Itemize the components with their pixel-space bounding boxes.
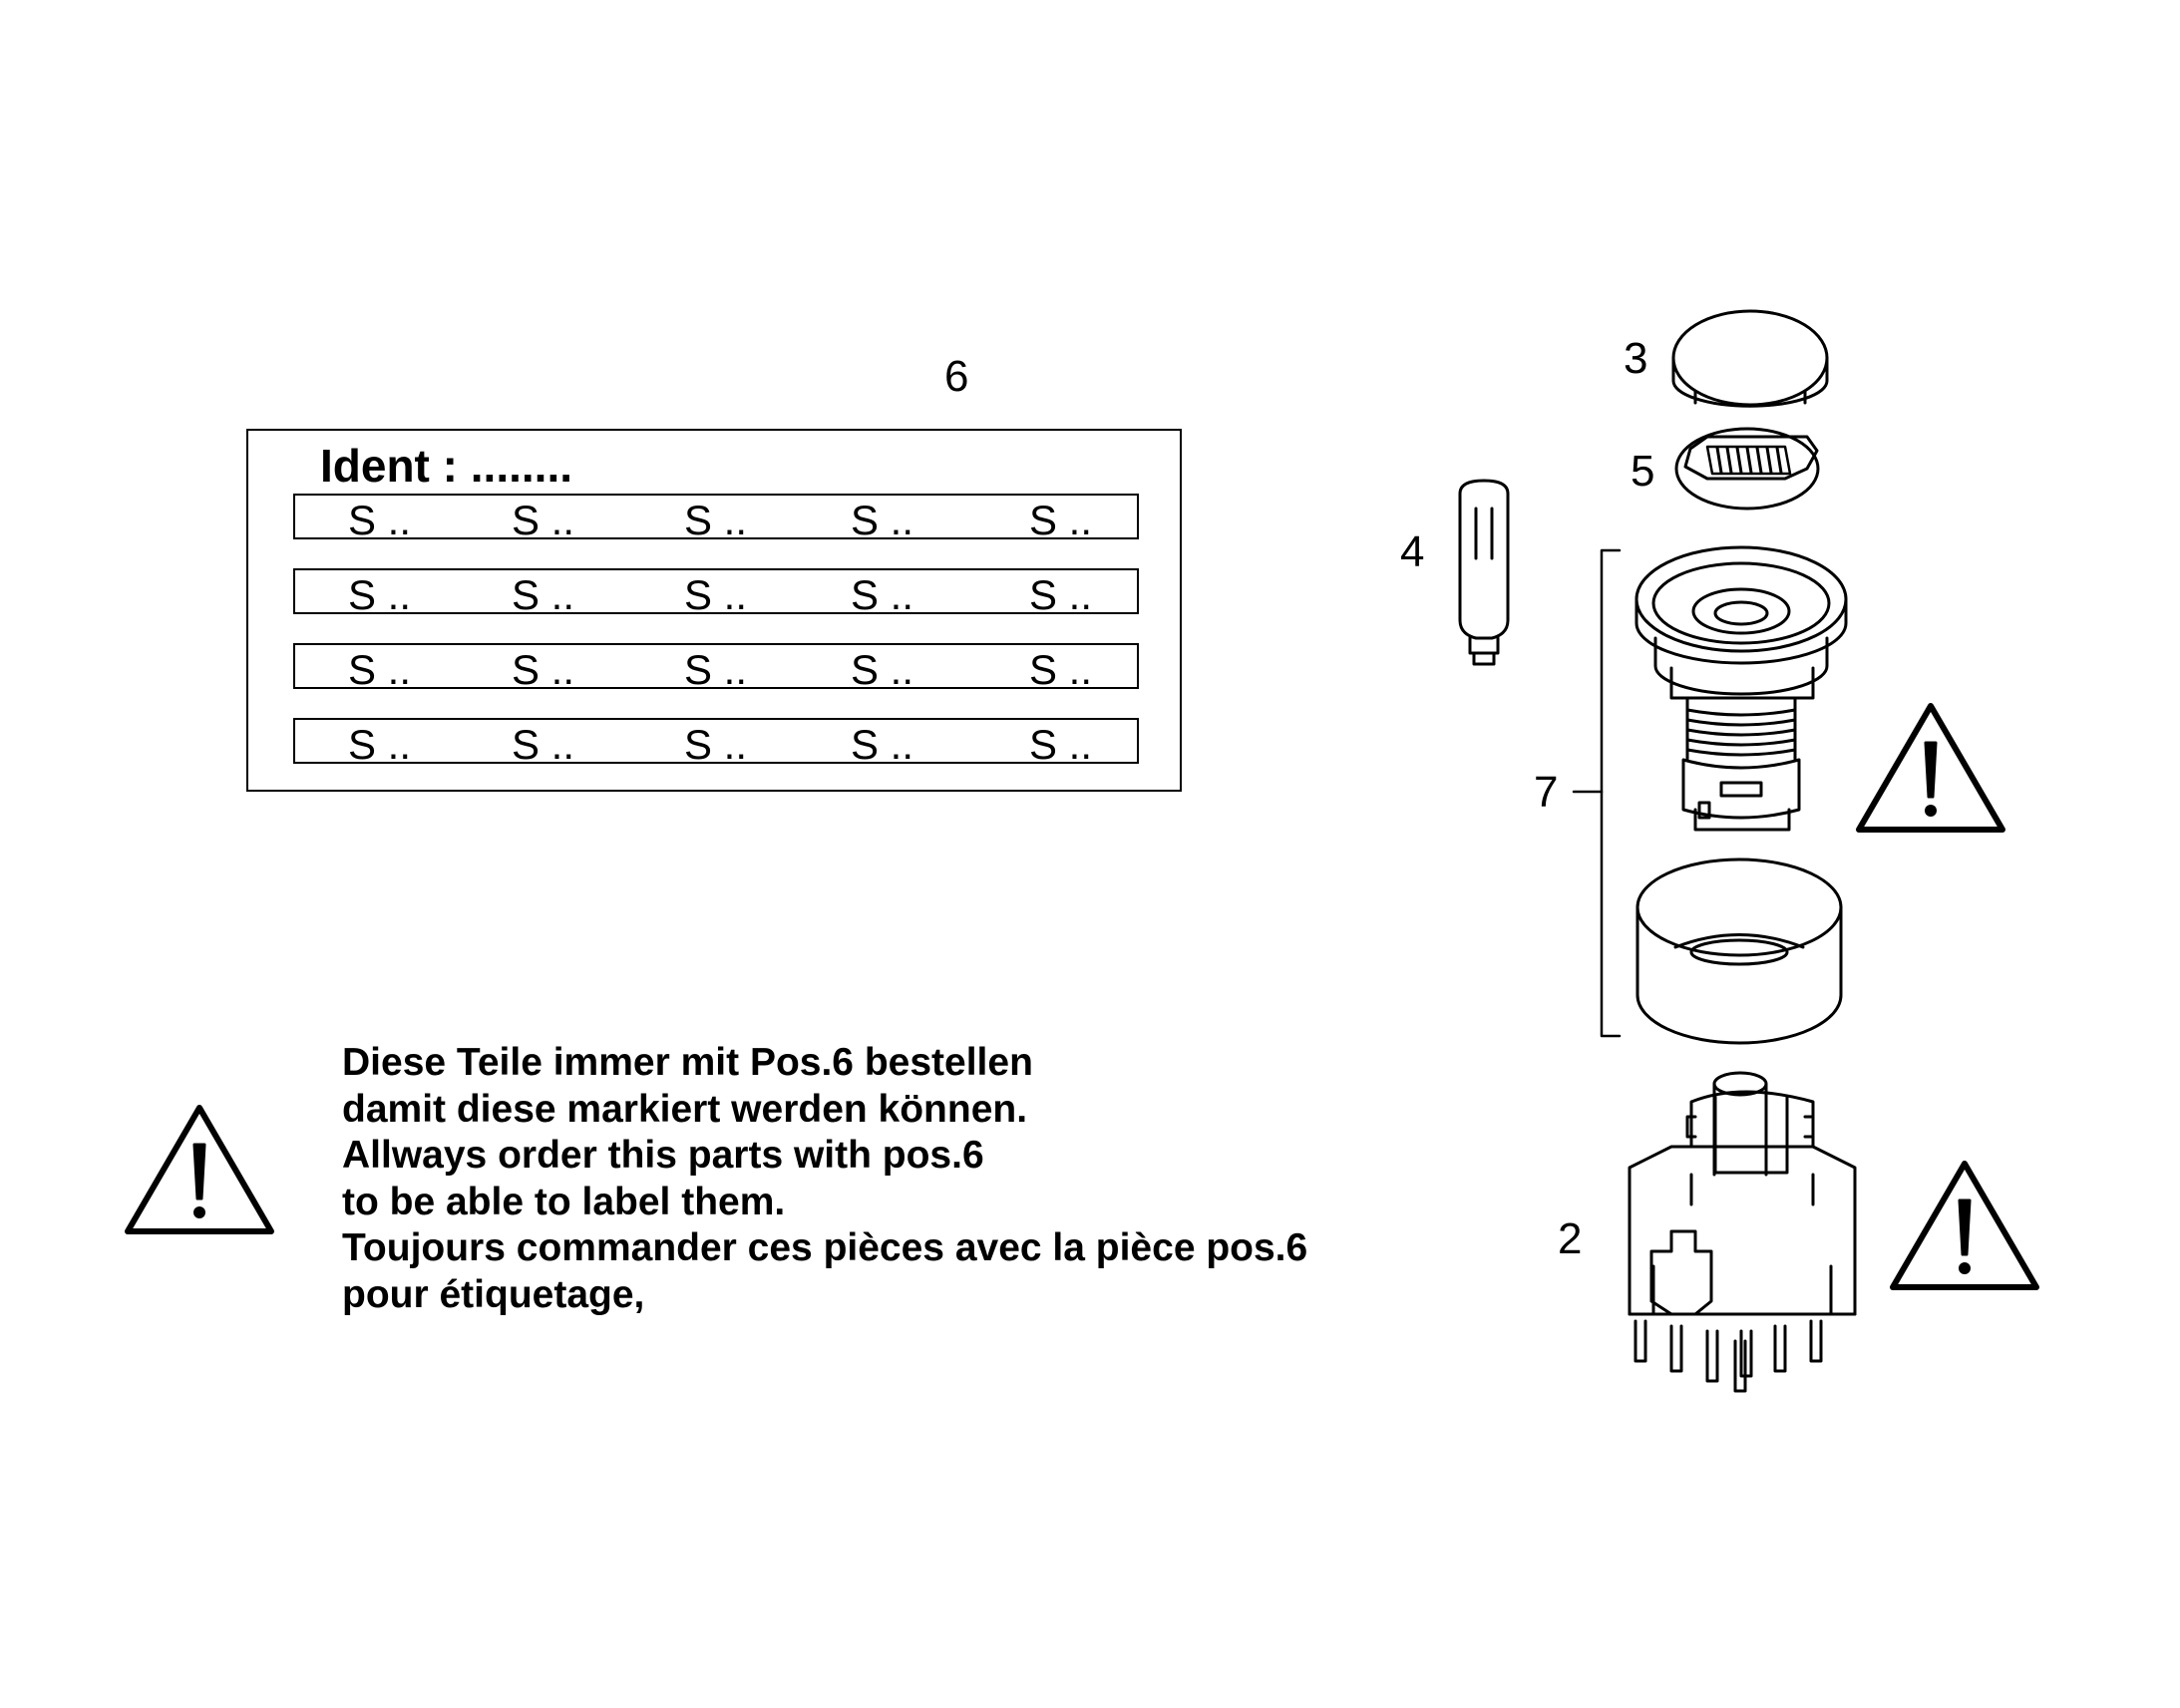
position-label-2: 2 bbox=[1558, 1214, 1583, 1263]
label-slot: S .. bbox=[348, 497, 412, 543]
label-slot: S .. bbox=[348, 646, 412, 693]
label-strip: S .. S .. S .. S .. S .. bbox=[293, 568, 1139, 618]
label-strip: S .. S .. S .. S .. S .. bbox=[293, 494, 1139, 543]
label-slot: S .. bbox=[684, 721, 748, 768]
label-slot: S .. bbox=[1029, 497, 1093, 543]
label-slot: S .. bbox=[512, 497, 575, 543]
note-line: Diese Teile immer mit Pos.6 bestellen bbox=[342, 1041, 1033, 1084]
actuator-housing-part bbox=[1635, 545, 1848, 832]
label-strip: S .. S .. S .. S .. S .. bbox=[293, 718, 1139, 768]
assembly-bracket bbox=[1572, 548, 1622, 1038]
position-label-4: 4 bbox=[1400, 527, 1425, 576]
label-slot: S .. bbox=[684, 571, 748, 618]
position-label-3: 3 bbox=[1624, 334, 1648, 383]
label-slot: S .. bbox=[1029, 721, 1093, 768]
position-label-6: 6 bbox=[944, 352, 969, 401]
label-slot: S .. bbox=[1029, 646, 1093, 693]
warning-triangle-icon bbox=[1890, 1161, 2039, 1290]
label-slot: S .. bbox=[348, 721, 412, 768]
label-strip: S .. S .. S .. S .. S .. bbox=[293, 643, 1139, 693]
label-slot: S .. bbox=[851, 646, 914, 693]
ordering-note: Diese Teile immer mit Pos.6 bestellen da… bbox=[342, 1040, 1307, 1318]
label-slot: S .. bbox=[684, 497, 748, 543]
label-slot: S .. bbox=[851, 721, 914, 768]
label-sheet: Ident : ........ S .. S .. S .. S .. S .… bbox=[246, 429, 1182, 792]
insert-part bbox=[1674, 427, 1820, 511]
label-slot: S .. bbox=[512, 721, 575, 768]
note-line: Allways order this parts with pos.6 bbox=[342, 1134, 984, 1177]
cap-part bbox=[1671, 309, 1829, 408]
label-slot: S .. bbox=[851, 497, 914, 543]
note-line: to be able to label them. bbox=[342, 1180, 786, 1223]
note-line: damit diese markiert werden können. bbox=[342, 1087, 1028, 1131]
label-slot: S .. bbox=[1029, 571, 1093, 618]
label-slot: S .. bbox=[348, 571, 412, 618]
note-line: pour étiquetage, bbox=[342, 1272, 645, 1316]
label-slot: S .. bbox=[851, 571, 914, 618]
note-line: Toujours commander ces pièces avec la pi… bbox=[342, 1226, 1308, 1269]
label-slot: S .. bbox=[512, 571, 575, 618]
warning-triangle-icon bbox=[1856, 703, 2005, 833]
collar-ring-part bbox=[1635, 857, 1843, 1045]
lamp-part bbox=[1458, 479, 1510, 666]
ident-field: Ident : ........ bbox=[320, 440, 572, 492]
position-label-7: 7 bbox=[1534, 768, 1559, 817]
warning-triangle-icon bbox=[125, 1105, 274, 1234]
position-label-5: 5 bbox=[1631, 447, 1655, 496]
label-slot: S .. bbox=[512, 646, 575, 693]
switch-block-part bbox=[1628, 1071, 1857, 1393]
label-slot: S .. bbox=[684, 646, 748, 693]
